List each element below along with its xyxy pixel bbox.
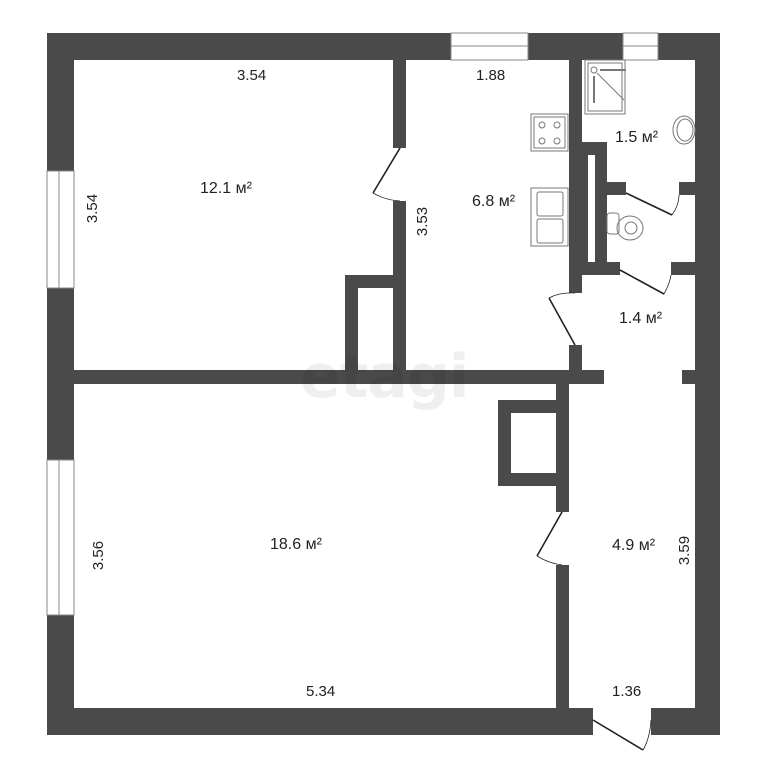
stove-icon: [530, 113, 569, 152]
hallway-right-dim: 3.59: [676, 535, 694, 566]
walls: [47, 33, 720, 735]
room-small-left-dim: 3.54: [84, 193, 102, 224]
toilet-icon: [606, 212, 644, 241]
corridor-small-area: 1.4 м²: [619, 310, 663, 327]
kitchen-left-dim: 3.53: [414, 206, 432, 237]
room-large-area: 18.6 м²: [270, 536, 322, 553]
sink-icon: [530, 187, 569, 247]
watermark: etagi: [300, 342, 469, 412]
kitchen-area: 6.8 м²: [472, 193, 516, 210]
washbasin-icon: [672, 115, 696, 145]
hallway-bottom-dim: 1.36: [612, 683, 642, 700]
doors: [372, 147, 680, 751]
hallway-area: 4.9 м²: [612, 537, 656, 554]
room-small-area: 12.1 м²: [200, 180, 252, 197]
shower-icon: [584, 59, 626, 115]
room-large-left-dim: 3.56: [90, 540, 108, 571]
kitchen-top-dim: 1.88: [476, 67, 506, 84]
room-large-bottom-dim: 5.34: [306, 683, 336, 700]
windows: [46, 32, 659, 616]
room-small-top-dim: 3.54: [237, 67, 267, 84]
bathroom-area: 1.5 м²: [615, 129, 659, 146]
